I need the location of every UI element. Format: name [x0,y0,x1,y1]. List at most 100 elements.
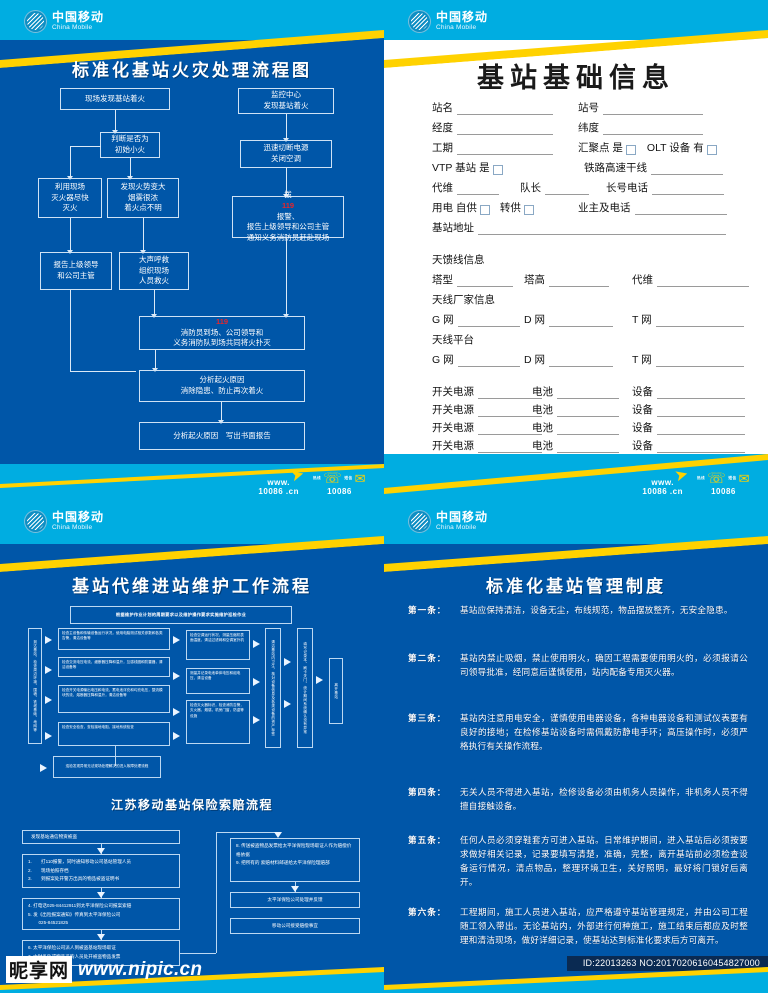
claim-l2: 1. 打110报警，同时通知移动公司基站管理人员 2. 现场拍照存档 3. 到报… [22,854,180,888]
field-tower-height[interactable]: 塔高 [524,272,613,287]
field-vendor-g[interactable]: G 网 [432,312,524,327]
footer-contacts: ➤ www.10086 .cn 热线 ☏ 短信 ✉ 10086 [642,465,750,496]
field-equipment-1[interactable]: 设备 [632,384,749,399]
field-station-address[interactable]: 基站地址 [432,220,730,235]
footer-hotline[interactable]: 热线 ☏ 短信 ✉ 10086 [696,469,750,496]
field-vtp-station[interactable]: VTP 基站 是 [432,160,506,175]
brand-name-en: China Mobile [52,24,93,32]
field-battery-2[interactable]: 电池 [532,402,623,417]
brand-name-en: China Mobile [436,24,477,32]
footer-hotline[interactable]: 热线 ☏ 短信 ✉ 10086 [312,469,366,496]
yellow-diagonal-divider [0,536,384,592]
brand-name-en: China Mobile [52,524,93,532]
field-battery-4[interactable]: 电池 [532,438,623,453]
claim-flow-title: 江苏移动基站保险索赔流程 [110,798,273,812]
mf-b3: 检查灭火器标识，检查消防告警，灭火器，烟感，机房门窗，防盗等设施 [186,700,250,744]
envelope-icon: ✉ [738,470,750,486]
rule-item-2: 第二条：基站内禁止吸烟，禁止使用明火，确因工程需要使用明火的，必须报请公司领导批… [408,653,748,677]
field-aggregation-point[interactable]: 汇聚点 是 OLT 设备 有 [578,140,720,155]
mf-b2: 测量并记录电池单体电压和组电压，清洁设备 [186,668,250,694]
field-vendor-d[interactable]: D 网 [524,312,617,327]
rule-item-3: 第三条：基站内注意用电安全，谨慎使用电器设备，各种电器设备和测试仪表要有良好的接… [408,713,748,751]
field-battery-3[interactable]: 电池 [532,420,623,435]
claim-l3: 4. 打电话025-84412911到太平洋保险公司报案索赔 5. 发《出险报案… [22,898,180,930]
field-equipment-3[interactable]: 设备 [632,420,749,435]
china-mobile-logo-mark [24,10,47,33]
sms-tag: 短信 [728,476,737,481]
rule-item-6: 第六条：工程期间，施工人员进入基站，应严格遵守基站管理规定，并由公司工程随工领入… [408,907,748,945]
china-mobile-logo-mark [408,510,431,533]
mf-a4: 检查安全检查，查检接地电阻、接地系统检查 [58,722,170,746]
fc-node-monitor-center: 监控中心 发现基站着火 [238,88,334,114]
bottom-accent-band [384,967,768,993]
mf-a3: 检查开关电源输出电压和电流，蓄电池浮充和均充电压，整流模块的流，熔断器压降和温升… [58,685,170,713]
mf-entry-box: 到达基站，检查周边环境、围墙、铁塔基础、地网等 [28,628,42,744]
phone-icon: ☏ [323,469,343,487]
panel-maintenance-flow: 中国移动 China Mobile 基站代维进站维护工作流程 根据维护作业计划的… [0,500,384,993]
field-agent-maintenance[interactable]: 代维 [432,180,503,195]
fc-node-onsite-discover: 现场发现基站着火 [60,88,170,110]
field-station-number[interactable]: 站号 [578,100,707,115]
hotline-tag: 热线 [312,476,322,481]
field-battery-1[interactable]: 电池 [532,384,623,399]
field-equipment-2[interactable]: 设备 [632,402,749,417]
panel-station-info: 中国移动 China Mobile 基站基础信息 站名 站号 经度 纬度 工期 … [384,0,768,500]
field-owner-phone[interactable]: 业主及电话 [578,200,731,215]
field-vendor-t[interactable]: T 网 [632,312,748,327]
heading-antenna-platform: 天线平台 [432,334,474,346]
china-mobile-logo: 中国移动 China Mobile [24,510,104,533]
fc-node-fire-grows: 发现火势变大 烟雾很浓 着火点不明 [107,178,179,218]
field-platform-g[interactable]: G 网 [432,352,524,367]
maintenance-flow-canvas: 根据维护作业计划的周期要求以及维护操作要求实施维护巡检作业 到达基站，检查周边环… [0,500,384,993]
field-power-supply[interactable]: 用电 自供 转供 [432,200,537,215]
footer-website[interactable]: ➤ www.10086 .cn [258,465,307,496]
brand-name-cn: 中国移动 [52,510,105,525]
claim-r3: 移动公司接受赔偿事宜 [230,918,360,934]
footer-website[interactable]: ➤ www.10086 .cn [642,465,691,496]
footer-contacts: ➤ www.10086 .cn 热线 ☏ 短信 ✉ 10086 [258,465,366,496]
brand-name-cn: 中国移动 [52,10,105,25]
rules-title: 标准化基站管理制度 [486,577,666,596]
field-switch-power-4[interactable]: 开关电源 [432,438,546,453]
rule-item-5: 第五条：任何人员必须穿鞋套方可进入基站。日常维护期间，进入基站后必须按要求做好相… [408,835,748,887]
field-latitude[interactable]: 纬度 [578,120,707,135]
field-longitude[interactable]: 经度 [432,120,557,135]
field-switch-power-1[interactable]: 开关电源 [432,384,546,399]
watermark-url: www.nipic.cn [78,958,203,980]
fc-node-shout-rescue: 大声呼救 组织现场 人员救火 [119,252,189,290]
station-info-form: 站名 站号 经度 纬度 工期 汇聚点 是 OLT 设备 有 VTP 基站 是 铁… [384,0,768,500]
rule-item-1: 第一条：基站应保持清洁，设备无尘，布线规范，物品摆放整齐，无安全隐患。 [408,605,733,615]
watermark-cn: 昵享网 [6,956,73,983]
mf-a1: 检查主设备和传输设备运行状况，使用电脑测试相关参数和各类告警，清洁设备等 [58,628,170,650]
fc-node-written-report: 分析起火原因 写出书面报告 [139,422,305,450]
field-feeder-agent[interactable]: 代维 [632,272,753,287]
brand-name-en: China Mobile [436,524,477,532]
fc-node-analyze-cause: 分析起火原因 消除隐患、防止再次着火 [139,370,305,402]
field-long-number-phone[interactable]: 长号电话 [606,180,728,195]
mf-fault-note: 巡检发现异常无法现场处理解决的进入故障处理流程 [53,756,161,778]
field-equipment-4[interactable]: 设备 [632,438,749,453]
field-switch-power-2[interactable]: 开关电源 [432,402,546,417]
yellow-diagonal-divider [384,30,768,86]
hotline-tag: 热线 [696,476,706,481]
field-construction-period[interactable]: 工期 [432,140,557,155]
panel-fire-flowchart: 中国移动 China Mobile 标准化基站火灾处理流程图 现场发现基站着火 … [0,0,384,500]
bottom-accent-band [0,967,384,993]
fc-node-cut-power: 迅速切断电源 关闭空调 [240,140,332,168]
blue-body [0,40,384,500]
field-station-name[interactable]: 站名 [432,100,557,115]
field-platform-t[interactable]: T 网 [632,352,748,367]
field-railway-highway-trunk[interactable]: 铁路高速干线 [584,160,727,175]
field-team-leader[interactable]: 队长 [520,180,593,195]
mf-e-box: 离开基站 [329,658,343,724]
field-tower-type[interactable]: 塔型 [432,272,517,287]
fc-node-use-extinguisher: 利用现场 灭火器尽快 灭火 [38,178,102,218]
field-platform-d[interactable]: D 网 [524,352,617,367]
fire-flowchart-canvas: 现场发现基站着火 判断是否为 初始小火 利用现场 灭火器尽快 灭火 发现火势变大… [0,0,384,500]
yellow-diagonal-divider [384,536,768,592]
envelope-icon: ✉ [354,470,366,486]
field-switch-power-3[interactable]: 开关电源 [432,420,546,435]
